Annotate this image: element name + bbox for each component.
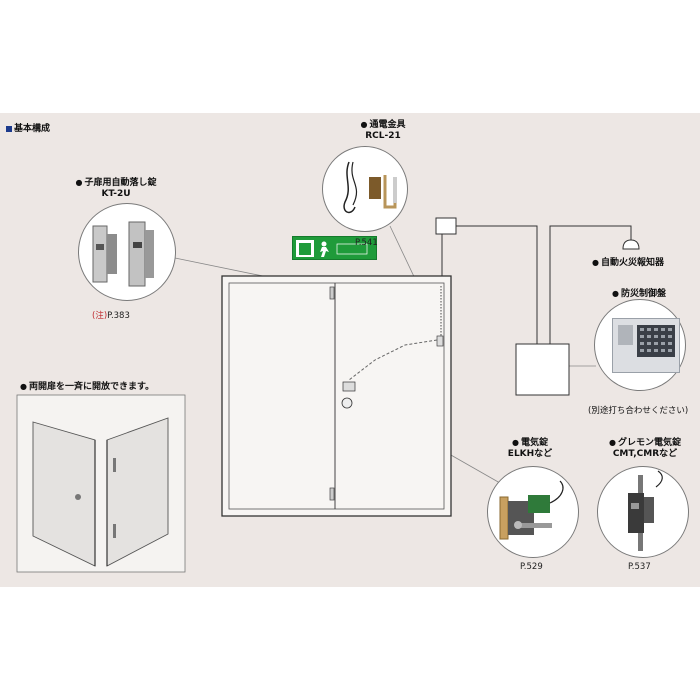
flush-bolt-model: KT-2U bbox=[101, 189, 131, 199]
electric-lock-page: P.529 bbox=[520, 562, 543, 572]
gremon-lock-photo bbox=[597, 466, 689, 558]
control-panel-label: ●防災制御盤 bbox=[612, 289, 666, 299]
flush-bolt-page-ref: (注)P.383 bbox=[92, 311, 130, 321]
control-panel-note: (別途打ち合わせください) bbox=[588, 406, 689, 416]
right-leaf-bolt bbox=[113, 524, 116, 538]
flush-bolt-name: ●子扉用自動落し錠 bbox=[75, 178, 157, 188]
door-frame-outer bbox=[221, 275, 452, 517]
power-transfer-photo bbox=[322, 146, 408, 232]
top-flush-bolt bbox=[329, 286, 335, 300]
section-title-marker bbox=[6, 126, 12, 132]
lock-cylinder bbox=[341, 397, 353, 409]
electric-lock-name: ●電気錠 bbox=[512, 438, 548, 448]
power-transfer-page: P.541 bbox=[355, 238, 378, 248]
lock-case bbox=[342, 381, 356, 392]
fire-detector-symbol bbox=[622, 239, 640, 250]
control-panel-device bbox=[612, 318, 680, 373]
internal-cable bbox=[348, 339, 438, 381]
flush-bolt-note-mark: (注) bbox=[92, 311, 108, 321]
junction-box bbox=[435, 217, 457, 235]
fire-detector-label: ●自動火災報知器 bbox=[592, 258, 664, 268]
wire-junction-to-control bbox=[456, 225, 538, 344]
right-leaf-hardware bbox=[113, 458, 116, 472]
section-title: 基本構成 bbox=[14, 124, 51, 134]
door-frame-inner bbox=[228, 282, 445, 510]
wire-control-to-detector bbox=[549, 225, 632, 344]
power-transfer-model: RCL-21 bbox=[365, 131, 401, 141]
emergency-exit-sign bbox=[292, 236, 377, 260]
gremon-lock-name: ●グレモン電気錠 bbox=[609, 438, 681, 448]
flush-bolt-photo bbox=[78, 203, 176, 301]
left-leaf-handle bbox=[75, 494, 81, 500]
power-transfer-name: ●通電金具 bbox=[360, 120, 406, 130]
bottom-flush-bolt bbox=[329, 487, 335, 501]
electric-lock-photo bbox=[487, 466, 579, 558]
control-box bbox=[515, 343, 570, 396]
gremon-lock-model: CMT,CMRなど bbox=[612, 449, 678, 459]
gremon-lock-page: P.537 bbox=[628, 562, 651, 572]
electric-lock-model: ELKHなど bbox=[507, 449, 553, 459]
power-transfer-device bbox=[436, 335, 444, 347]
open-door-note: ●両開扉を一斉に開放できます。 bbox=[20, 382, 155, 392]
